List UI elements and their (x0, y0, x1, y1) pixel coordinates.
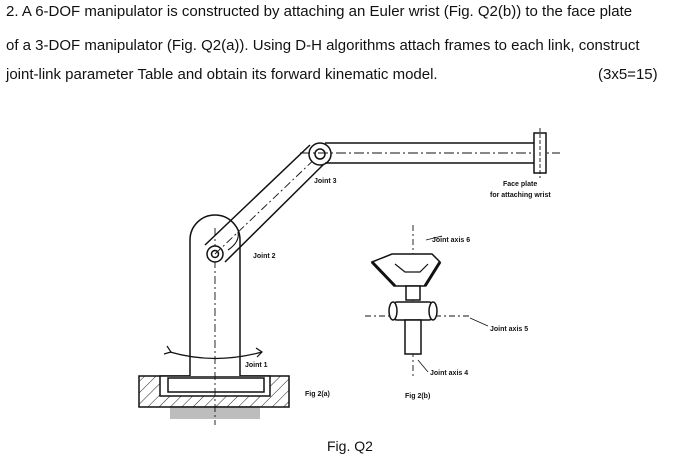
forearm-link (325, 142, 534, 164)
label-joint3: Joint 3 (314, 178, 337, 185)
ground-shadow (170, 406, 260, 419)
base-plate (167, 377, 265, 393)
gripper-plate (370, 253, 441, 287)
label-fig2b: Fig 2(b) (405, 393, 430, 400)
label-joint2: Joint 2 (253, 253, 276, 260)
wrist-drawing (365, 225, 489, 378)
joint1-rotation-arrow (169, 351, 263, 360)
label-joint-axis-4: Joint axis 4 (430, 370, 468, 377)
wrist-cylinder (392, 301, 434, 321)
question-marks: (3x5=15) (598, 66, 658, 83)
label-face-plate-2: for attaching wrist (490, 192, 551, 199)
question-line-1: 2. A 6-DOF manipulator is constructed by… (6, 3, 633, 20)
label-joint-axis-6: Joint axis 6 (432, 237, 470, 244)
question-line-3: joint-link parameter Table and obtain it… (6, 66, 438, 83)
joint2-rotation-arrow (227, 231, 239, 251)
wrist-shaft (404, 319, 422, 355)
label-fig2a: Fig 2(a) (305, 391, 330, 398)
label-joint-axis-5: Joint axis 5 (490, 326, 528, 333)
figure-caption: Fig. Q2 (327, 438, 373, 454)
question-line-2: of a 3-DOF manipulator (Fig. Q2(a)). Usi… (6, 37, 640, 54)
label-joint1: Joint 1 (245, 362, 268, 369)
upper-arm-link (204, 144, 329, 263)
label-face-plate-1: Face plate (503, 181, 537, 188)
arm-drawing (138, 128, 560, 425)
